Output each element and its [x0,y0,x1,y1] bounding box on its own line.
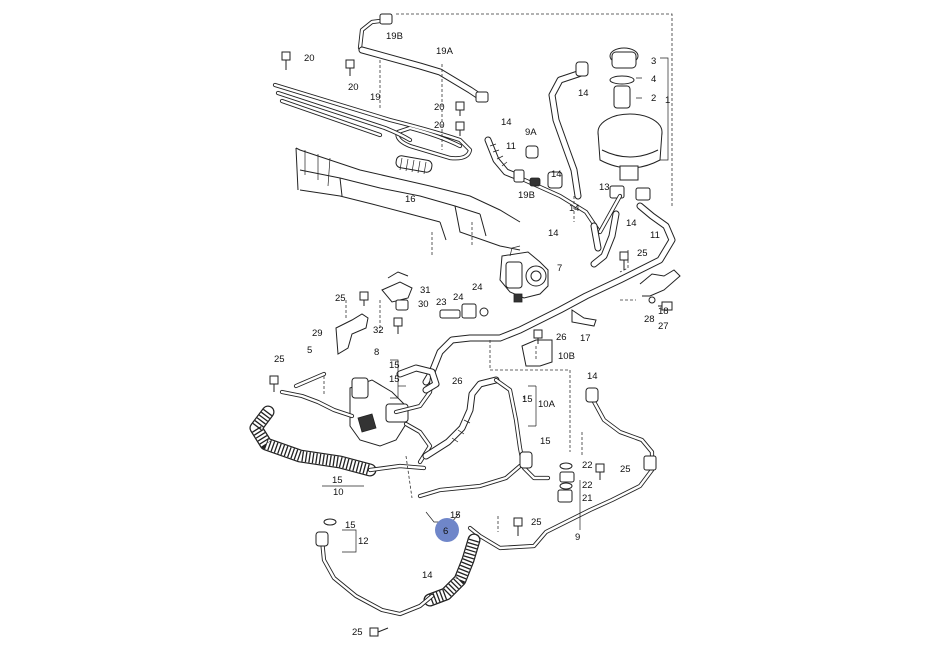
callout-25a: 25 [637,248,648,259]
callout-26b: 26 [452,376,463,387]
return-hose [548,61,589,200]
bracket-10B [521,339,553,367]
callout-19A: 19A [436,46,454,57]
steering-gear [349,375,435,465]
hose-11-small [484,136,520,180]
callout-12: 12 [358,536,369,547]
bracket-29 [335,313,369,355]
steering-pump [499,245,549,303]
callout-2: 2 [651,93,656,104]
callout-13: 13 [599,182,610,193]
callout-1: 1 [665,95,670,106]
fittings-21-22 [557,462,575,503]
callout-15c: 15 [522,394,533,405]
pipe-19B [513,169,601,233]
callout-28: 28 [644,314,655,325]
callout-21: 21 [582,493,593,504]
callout-18: 18 [658,306,669,317]
callout-14d: 14 [569,203,580,214]
supply-hose-11 [422,202,676,386]
callout-10A: 10A [538,399,556,410]
bracket-17 [571,309,597,327]
callout-25c: 25 [274,354,285,365]
flex-hose-14 [423,533,481,607]
callout-14a: 14 [501,117,512,128]
callout-24a: 24 [472,282,483,293]
callout-27: 27 [658,321,669,332]
callout-15b: 15 [389,374,400,385]
callout-20d: 20 [434,120,445,131]
callout-29: 29 [312,328,323,339]
callout-20c: 20 [434,102,445,113]
corrugated-hose-10 [249,405,427,477]
clamp-9A [525,145,539,159]
callout-14h: 14 [422,570,433,581]
callout-16: 16 [405,194,416,205]
callout-14e: 14 [548,228,559,239]
callout-14b: 14 [578,88,589,99]
callout-14c: 14 [551,169,562,180]
callout-6: 6 [443,526,448,537]
pressure-hose [422,376,500,460]
callout-31: 31 [420,285,431,296]
bolts [269,51,673,637]
callout-24b: 24 [453,292,464,303]
bracket-30-31 [381,271,413,311]
hose-10A [417,377,551,499]
return-pipe-9 [467,387,657,551]
callout-9: 9 [575,532,580,543]
callout-19: 19 [370,92,381,103]
callout-19B: 19B [386,31,403,42]
callout-30: 30 [418,299,429,310]
callout-23: 23 [436,297,447,308]
callout-11: 11 [506,141,516,152]
callout-3: 3 [651,56,656,67]
hose-16 [395,155,433,175]
callout-26a: 26 [556,332,567,343]
callout-15a: 15 [389,360,400,371]
bracket-leaders [322,359,581,553]
reservoir-leader [636,57,669,161]
callout-32: 32 [373,325,384,336]
callout-19Bb: 19B [518,190,535,201]
callout-22a: 22 [582,460,593,471]
fittings-23-24 [439,303,489,319]
callout-14f: 14 [626,218,637,229]
hose-8 [396,364,440,394]
body-crossmember [295,147,521,251]
callout-15d: 15 [540,436,551,447]
callout-15g: 15 [345,520,356,531]
callout-11b: 11 [650,230,660,241]
clip-18 [639,269,681,297]
callout-4: 4 [651,74,656,85]
callout-labels: 20 20 19B 19A 19 20 20 14 11 9A 14 16 14… [274,31,670,638]
callout-7: 7 [557,263,562,274]
cooling-pipe-loop [272,82,473,161]
callout-9A: 9A [525,127,537,138]
callout-25f: 25 [352,627,363,638]
callout-20b: 20 [348,82,359,93]
pipe-left [279,371,355,419]
pipe-12 [315,518,435,617]
callout-14g: 14 [587,371,598,382]
callout-10B: 10B [558,351,575,362]
selected-callout-highlight[interactable] [435,518,459,542]
callout-15f: 15 [450,510,461,521]
callout-15e: 15 [332,475,343,486]
callout-22b: 22 [582,480,593,491]
callout-25e: 25 [531,517,542,528]
fluid-reservoir [597,47,663,235]
callout-8: 8 [374,347,379,358]
callout-20a: 20 [304,53,315,64]
leader-lines [323,13,673,532]
callout-17: 17 [580,333,591,344]
callout-10: 10 [333,487,344,498]
callout-25b: 25 [335,293,346,304]
callout-25d: 25 [620,464,631,475]
callout-5: 5 [307,345,312,356]
hose-19A [357,13,489,103]
